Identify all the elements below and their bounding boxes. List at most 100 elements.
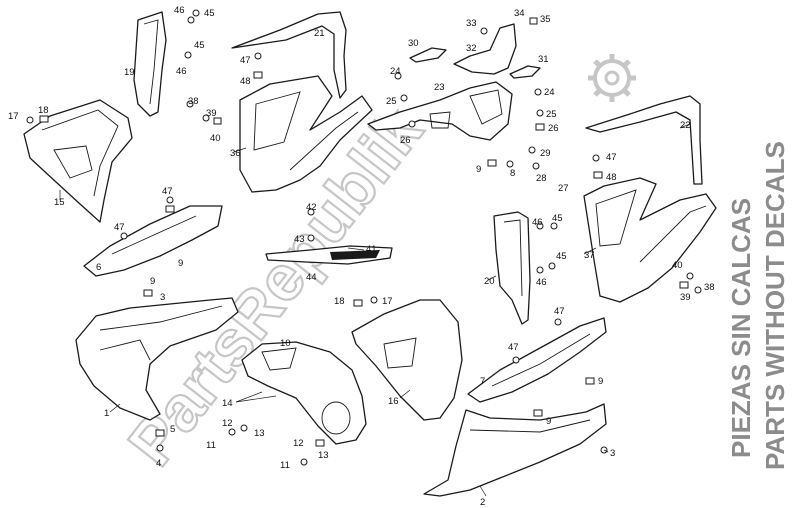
label-37: 37: [584, 250, 595, 261]
label-9b: 9: [150, 276, 155, 287]
label-4: 4: [156, 458, 161, 469]
label-13b: 13: [318, 450, 329, 461]
gear-icon: [588, 54, 636, 102]
label-21: 21: [314, 28, 325, 39]
label-47e: 47: [554, 306, 565, 317]
label-45c: 45: [552, 213, 563, 224]
label-28: 28: [536, 173, 547, 184]
label-46d: 46: [536, 277, 547, 288]
part-30-small-piece: [409, 47, 447, 63]
label-12b: 12: [293, 438, 304, 449]
label-48b: 48: [606, 172, 617, 183]
label-45d: 45: [556, 251, 567, 262]
label-35: 35: [540, 14, 551, 25]
title-english: PARTS WITHOUT DECALS: [760, 141, 790, 470]
label-5: 5: [170, 424, 175, 435]
label-9c: 9: [476, 164, 481, 175]
label-9d: 9: [598, 376, 603, 387]
label-30: 30: [408, 38, 419, 49]
label-13a: 13: [254, 428, 265, 439]
label-2: 2: [480, 497, 485, 508]
label-12a: 12: [222, 418, 233, 429]
label-31: 31: [538, 54, 549, 65]
label-24b: 24: [544, 87, 555, 98]
label-39b: 39: [680, 292, 691, 303]
label-46c: 46: [532, 217, 543, 228]
part-32-top-cover: [453, 23, 517, 75]
label-33: 33: [466, 18, 477, 29]
part-6-lower-panel: [83, 205, 223, 277]
part-19-side-strip: [133, 11, 167, 117]
label-45b: 45: [194, 40, 205, 51]
label-8: 8: [510, 168, 515, 179]
part-37-right-panel: [583, 177, 717, 303]
label-1: 1: [104, 408, 109, 419]
label-20: 20: [484, 276, 495, 287]
part-21-side-rail: [231, 11, 347, 99]
label-25b: 25: [546, 109, 557, 120]
label-36: 36: [230, 148, 241, 159]
label-3b: 3: [160, 292, 165, 303]
hardware: [26, 9, 702, 466]
part-7-right-lower-panel: [467, 317, 607, 403]
label-43: 43: [294, 234, 305, 245]
label-32: 32: [466, 43, 477, 54]
label-10: 10: [280, 338, 291, 349]
label-15: 15: [54, 197, 65, 208]
label-17b: 17: [382, 296, 393, 307]
label-38b: 38: [704, 282, 715, 293]
label-18a: 18: [38, 105, 49, 116]
label-42: 42: [306, 202, 317, 213]
label-40b: 40: [672, 260, 683, 271]
label-46b: 46: [176, 66, 187, 77]
part-23-center-cover: [367, 81, 513, 141]
label-48a: 48: [240, 76, 251, 87]
label-6: 6: [96, 262, 101, 273]
label-27: 27: [558, 183, 569, 194]
label-23: 23: [434, 82, 445, 93]
leader-lines: [59, 123, 691, 497]
part-1-front-fairing: [75, 297, 239, 421]
label-19: 19: [124, 67, 135, 78]
label-11a: 11: [206, 440, 216, 451]
label-29: 29: [540, 148, 551, 159]
label-11b: 11: [280, 460, 290, 471]
label-26b: 26: [548, 123, 559, 134]
label-47d: 47: [606, 152, 617, 163]
label-46a: 46: [174, 5, 185, 16]
label-9a: 9: [178, 258, 183, 269]
part-20-vertical-strip: [493, 211, 531, 325]
label-41: 41: [366, 244, 377, 255]
label-16: 16: [388, 396, 399, 407]
label-44: 44: [306, 272, 317, 283]
part-15-inner-panel: [23, 99, 133, 223]
title-spanish: PIEZAS SIN CALCAS: [726, 198, 756, 458]
label-18b: 18: [334, 296, 345, 307]
label-45a: 45: [204, 8, 215, 19]
label-25a: 25: [386, 96, 397, 107]
part-41-crossbar: [265, 245, 393, 265]
label-47b: 47: [162, 186, 173, 197]
label-9e: 9: [546, 416, 551, 427]
label-26a: 26: [400, 135, 411, 146]
label-40a: 40: [210, 133, 221, 144]
part-22-right-rail: [585, 95, 703, 185]
part-2-belly-pan: [423, 403, 607, 497]
label-47f: 47: [508, 342, 519, 353]
label-3: 3: [610, 448, 615, 459]
label-17a: 17: [8, 111, 19, 122]
label-22: 22: [680, 120, 691, 131]
label-34: 34: [514, 8, 525, 19]
label-38a: 38: [188, 96, 199, 107]
label-24a: 24: [390, 66, 401, 77]
label-14: 14: [222, 398, 233, 409]
label-7: 7: [480, 376, 485, 387]
watermark: PartsRepublik: [113, 54, 636, 480]
part-14-nose-piece: [241, 341, 367, 445]
part-labels: 1 2 3 3 4 5 6 7 8 9 9 9 9 9 10 11 11 12 …: [8, 5, 715, 508]
part-16-lower-panel: [351, 299, 463, 421]
part-31-small-piece: [509, 65, 541, 79]
label-47a: 47: [240, 55, 251, 66]
label-47c: 47: [114, 222, 125, 233]
